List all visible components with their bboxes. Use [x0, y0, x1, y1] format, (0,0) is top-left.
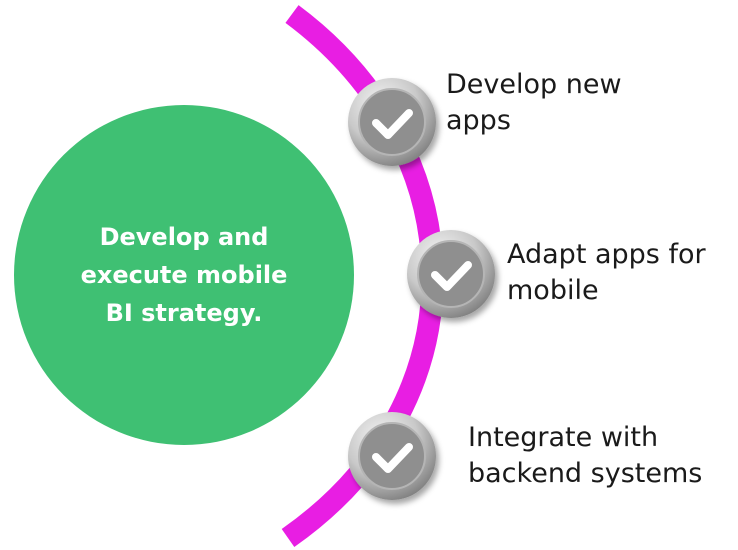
check-marker-3 — [348, 412, 436, 500]
item-label-1: Develop new apps — [446, 69, 622, 136]
item-label-2: Adapt apps for mobile — [507, 239, 706, 306]
checkmark-icon — [431, 261, 472, 291]
center-text: Develop and execute mobile BI strategy. — [80, 223, 288, 327]
check-marker-2 — [407, 230, 495, 318]
item-label-3: Integrate with backend systems — [468, 422, 703, 489]
checkmark-icon — [372, 109, 413, 139]
checkmark-icon — [372, 443, 413, 473]
center-circle: Develop and execute mobile BI strategy. — [14, 105, 354, 445]
check-marker-1 — [348, 78, 436, 166]
